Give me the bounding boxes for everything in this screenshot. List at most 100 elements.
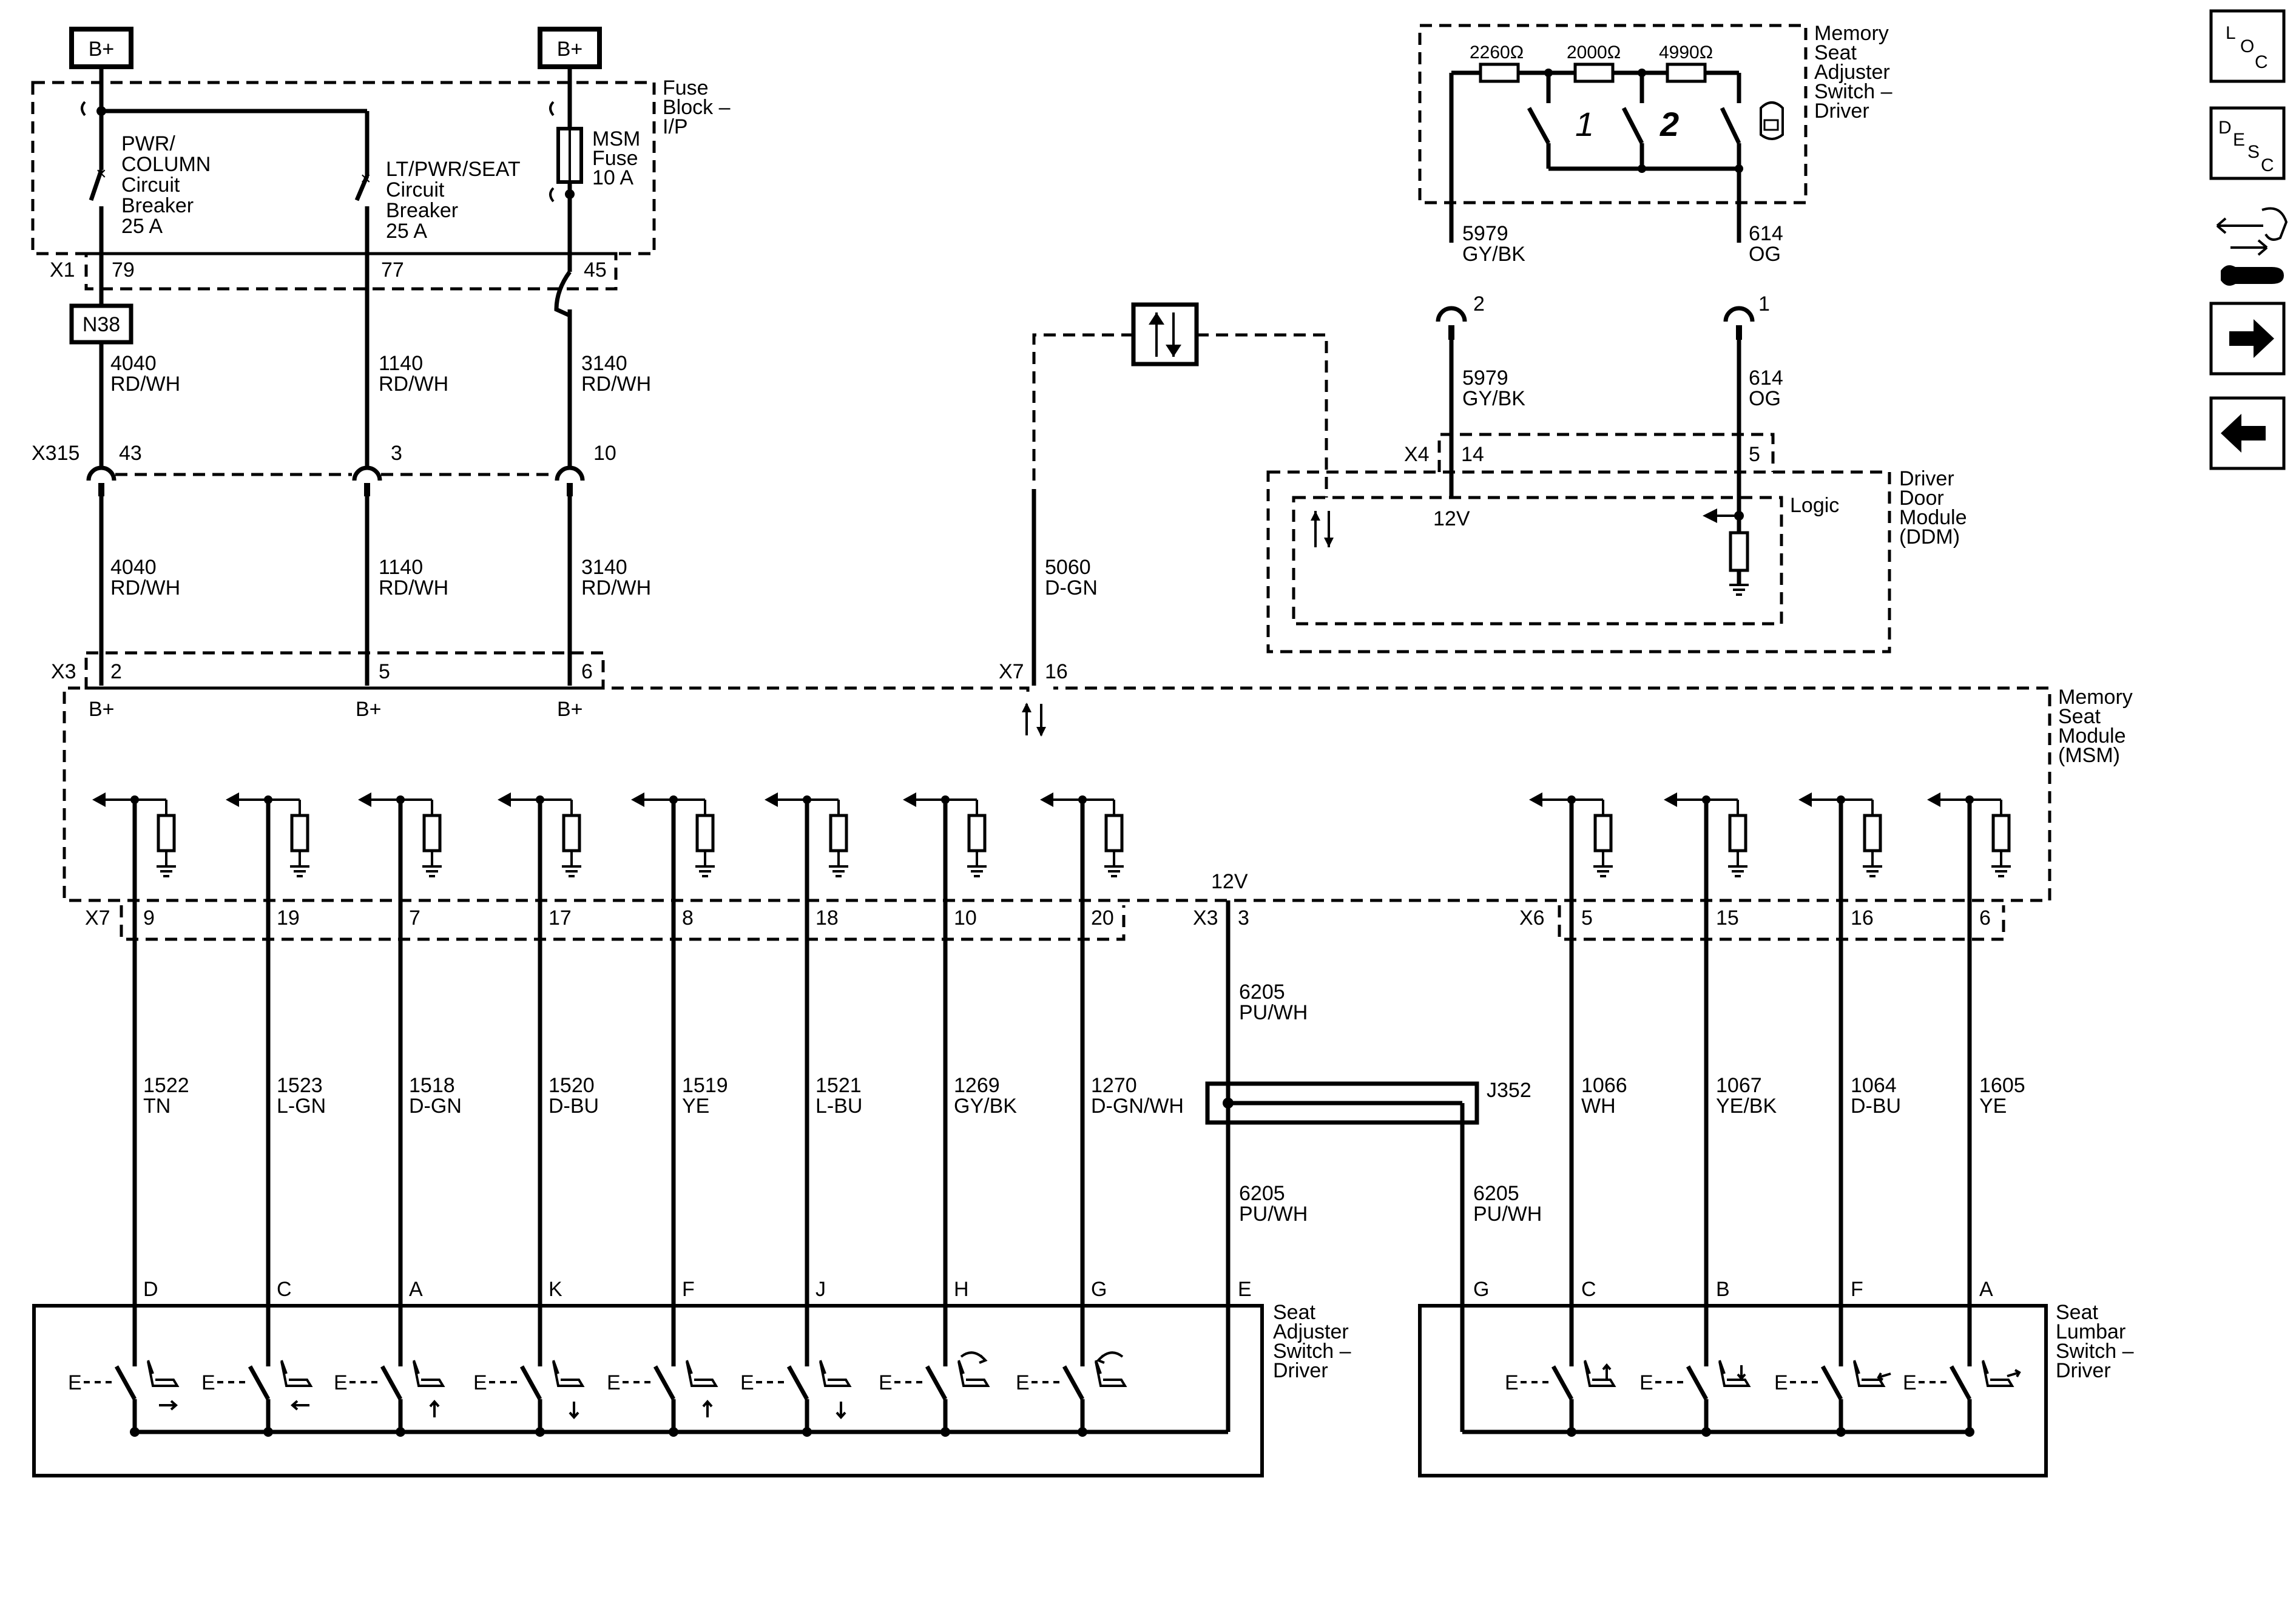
svg-text:O: O	[2240, 36, 2254, 56]
svg-text:Fuse: Fuse	[592, 147, 638, 170]
forward-arrow-button[interactable]	[2209, 302, 2286, 376]
seat-lumbar-switch-box	[1418, 1304, 2048, 1477]
svg-text:3: 3	[1238, 906, 1249, 930]
svg-text:614: 614	[1749, 366, 1783, 390]
wire-color: D-BU	[549, 1095, 599, 1118]
svg-text:Driver: Driver	[1899, 467, 1954, 490]
svg-text:10: 10	[593, 442, 616, 465]
svg-text:×: ×	[360, 169, 371, 189]
lower-wires: 91522TND191523L-GNC71518D-GNA171520D-BUK…	[132, 800, 2025, 1366]
svg-text:25 A: 25 A	[386, 220, 427, 243]
svg-text:3: 3	[391, 442, 402, 465]
connector-tool-icon[interactable]	[2216, 207, 2288, 286]
svg-text:I/P: I/P	[663, 115, 688, 138]
memory-resistor-ladder: 2260Ω 2000Ω 4990Ω 1 2	[1449, 42, 1784, 243]
seat-icon	[819, 1360, 852, 1420]
svg-text:Module: Module	[2058, 724, 2126, 748]
seat-icon	[957, 1351, 990, 1387]
seat-icon	[147, 1360, 180, 1411]
seat-lumbar-title: Seat Lumbar Switch – Driver	[2056, 1301, 2134, 1382]
x7-bottom-connector	[120, 905, 1126, 941]
svg-text:X7: X7	[999, 660, 1024, 683]
switch-pin-label: K	[549, 1278, 562, 1301]
wire-number: 1521	[815, 1074, 862, 1097]
svg-text:1140: 1140	[379, 352, 423, 375]
msm-pullup-input	[765, 792, 848, 877]
seat-adjuster-contact: E	[68, 1360, 180, 1437]
svg-text:Driver: Driver	[1814, 100, 1869, 123]
wire-color: D-BU	[1851, 1095, 1901, 1118]
svg-text:4040: 4040	[110, 556, 157, 579]
svg-text:X315: X315	[32, 442, 79, 465]
seat-icon	[552, 1360, 585, 1420]
bidirectional-data-arrow	[1022, 703, 1046, 737]
svg-text:E: E	[1505, 1371, 1519, 1394]
svg-text:E: E	[2233, 130, 2245, 150]
x7-pin-label: 7	[409, 906, 420, 930]
memory-switch-outline	[1418, 24, 1808, 204]
svg-text:B+: B+	[89, 698, 115, 721]
seat-icon	[686, 1360, 718, 1417]
svg-text:RD/WH: RD/WH	[581, 373, 651, 396]
ddm-input-pullup	[1703, 508, 1749, 596]
description-button[interactable]: D E S C	[2209, 106, 2286, 180]
svg-text:Switch –: Switch –	[1273, 1340, 1351, 1363]
svg-text:4990Ω: 4990Ω	[1659, 42, 1713, 62]
svg-text:14: 14	[1461, 443, 1484, 466]
wire-number: 1605	[1979, 1074, 2025, 1097]
msm-pullup-input	[498, 792, 581, 877]
svg-text:Seat: Seat	[1273, 1301, 1315, 1324]
svg-text:RD/WH: RD/WH	[110, 576, 180, 599]
pwr-column-breaker: × PWR/ COLUMN Circuit Breaker 25 A	[89, 132, 211, 254]
ddm-outline	[1266, 470, 1891, 653]
svg-text:5979: 5979	[1462, 222, 1508, 245]
svg-text:PU/WH: PU/WH	[1473, 1203, 1542, 1226]
svg-text:6205: 6205	[1473, 1182, 1519, 1205]
wire-color: YE/BK	[1716, 1095, 1777, 1118]
svg-text:Memory: Memory	[2058, 686, 2133, 709]
location-button[interactable]: L O C	[2209, 9, 2286, 83]
svg-text:Switch –: Switch –	[2056, 1340, 2134, 1363]
wire-color: TN	[143, 1095, 171, 1118]
switch-pin-label: H	[954, 1278, 969, 1301]
memory-button-1: 1	[1575, 105, 1594, 143]
wire-color: YE	[682, 1095, 709, 1118]
wire-number: 1520	[549, 1074, 595, 1097]
svg-text:Fuse: Fuse	[663, 76, 709, 100]
svg-text:16: 16	[1045, 660, 1068, 683]
seat-icon	[413, 1360, 445, 1417]
seat-adjuster-contact: E	[473, 1360, 585, 1437]
svg-text:45: 45	[584, 258, 607, 282]
svg-text:E: E	[68, 1371, 82, 1394]
seat-adjuster-contact: E	[334, 1360, 445, 1437]
svg-text:GY/BK: GY/BK	[1462, 243, 1525, 266]
svg-text:Module: Module	[1899, 506, 1967, 529]
svg-text:12V: 12V	[1211, 870, 1248, 893]
svg-text:Adjuster: Adjuster	[1814, 61, 1890, 84]
svg-text:D: D	[2218, 118, 2232, 138]
svg-text:E: E	[1016, 1371, 1030, 1394]
svg-text:E: E	[334, 1371, 348, 1394]
switch-pin-label: D	[143, 1278, 158, 1301]
wire-number: 1066	[1581, 1074, 1627, 1097]
svg-text:PWR/: PWR/	[121, 132, 175, 155]
back-arrow-button[interactable]	[2209, 396, 2286, 470]
svg-text:Door: Door	[1899, 487, 1944, 510]
svg-text:LT/PWR/SEAT: LT/PWR/SEAT	[386, 158, 521, 181]
ddm-inline-connector: 2 1	[1436, 292, 1770, 340]
svg-text:RD/WH: RD/WH	[379, 576, 448, 599]
svg-text:Lumbar: Lumbar	[2056, 1320, 2125, 1343]
n38-splice: N38	[69, 303, 133, 345]
memory-switch-title: Memory Seat Adjuster Switch – Driver	[1814, 22, 1893, 123]
svg-text:G: G	[1473, 1278, 1489, 1301]
svg-text:E: E	[473, 1371, 487, 1394]
svg-text:Driver: Driver	[1273, 1359, 1328, 1382]
svg-text:Logic: Logic	[1790, 494, 1839, 517]
svg-text:5: 5	[1749, 443, 1760, 466]
memory-button-2: 2	[1660, 105, 1679, 143]
svg-text:Seat: Seat	[1814, 41, 1857, 64]
x1-label: X1	[50, 258, 75, 282]
svg-text:B+: B+	[557, 698, 583, 721]
svg-text:614: 614	[1749, 222, 1783, 245]
x6-pin-label: 15	[1716, 906, 1739, 930]
